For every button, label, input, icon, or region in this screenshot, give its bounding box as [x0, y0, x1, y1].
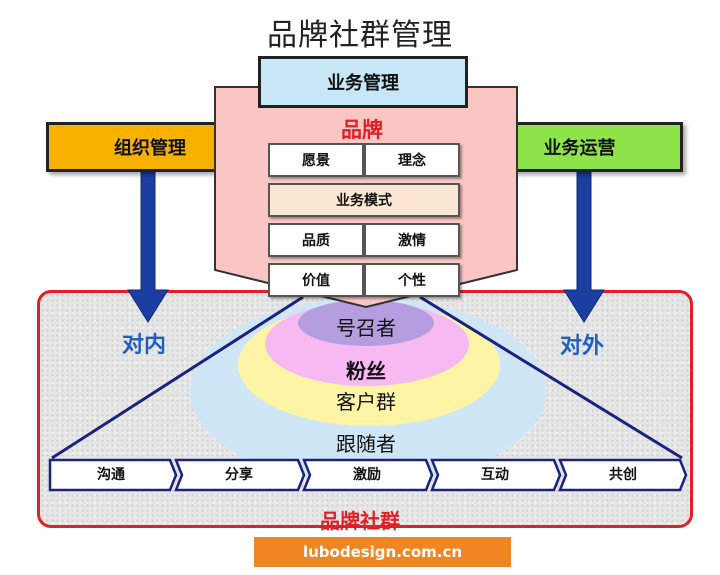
- ring-label-followers: 跟随者: [336, 432, 396, 456]
- ring-label-customers: 客户群: [336, 390, 396, 414]
- process-step-4: 互动: [481, 467, 509, 483]
- cell-value: 价值: [268, 263, 364, 297]
- cell-philosophy: 理念: [364, 143, 460, 177]
- inward-arrow-icon: [127, 172, 169, 323]
- cell-personality: 个性: [364, 263, 460, 297]
- cell-passion: 激情: [364, 223, 460, 257]
- chevron-shape-2: [174, 458, 306, 492]
- cell-wish: 愿景: [268, 143, 364, 177]
- chevron-shape-1: [48, 458, 178, 492]
- ring-label-caller: 号召者: [336, 316, 396, 340]
- outward-label: 对外: [560, 334, 605, 359]
- cell-quality: 品质: [268, 223, 364, 257]
- process-step-2: 分享: [225, 467, 253, 483]
- brand-label: 品牌: [341, 118, 383, 142]
- business-management-box: 业务管理: [258, 56, 468, 108]
- process-step-3: 激励: [353, 467, 381, 483]
- chevron-shape-5: [558, 458, 688, 492]
- chevron-shape-4: [430, 458, 562, 492]
- process-chevrons: [48, 458, 688, 492]
- outward-arrow-icon: [563, 172, 605, 323]
- process-step-5: 共创: [609, 467, 637, 483]
- community-label: 品牌社群: [320, 509, 400, 533]
- page-title: 品牌社群管理: [267, 18, 453, 53]
- chevron-shape-3: [302, 458, 434, 492]
- ring-label-fans: 粉丝: [346, 359, 386, 383]
- process-step-1: 沟通: [97, 467, 125, 483]
- cell-business-model: 业务模式: [268, 183, 460, 217]
- inward-label: 对内: [122, 333, 167, 358]
- footer-watermark: lubodesign.com.cn: [254, 537, 511, 567]
